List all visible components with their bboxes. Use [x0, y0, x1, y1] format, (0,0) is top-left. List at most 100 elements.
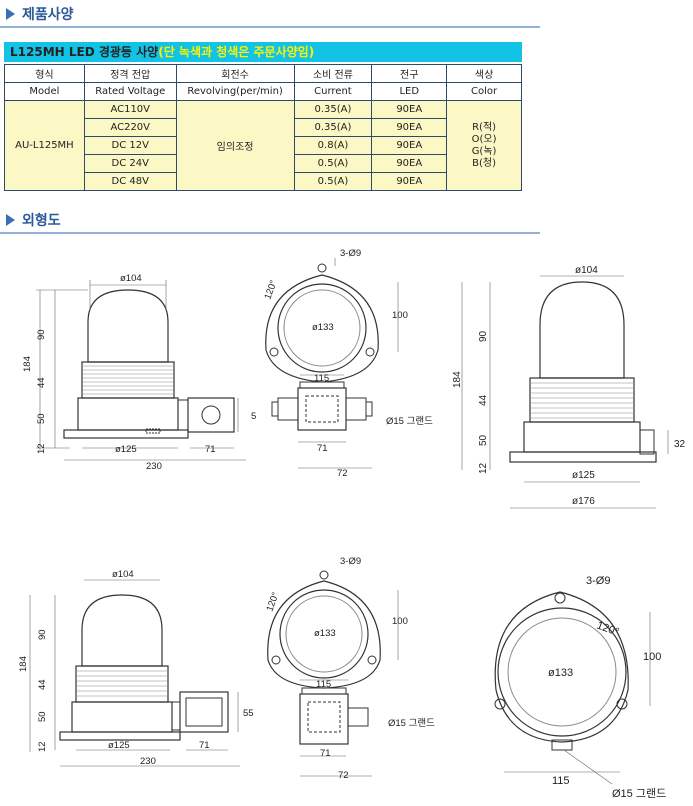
dim-d176: ø176 — [572, 496, 595, 507]
dim-w71: 71 — [317, 443, 328, 454]
dim-w115: 115 — [316, 679, 331, 690]
current-cell: 0.5(A) — [293, 172, 373, 191]
dim-d125: ø125 — [108, 740, 130, 751]
dim-h100: 100 — [643, 651, 661, 663]
color-item: O(오) — [471, 133, 497, 145]
header-cell: Current — [293, 82, 373, 101]
dim-d104: ø104 — [120, 273, 142, 284]
table-row: AU-L125MH AC110V 임의조정 0.35(A) 90EA R(적) … — [4, 100, 522, 191]
led-cell: 90EA — [371, 154, 448, 173]
dim-h184: 184 — [18, 656, 29, 672]
led-cell: 90EA — [371, 172, 448, 191]
side-view-2 — [461, 275, 669, 509]
spec-section-heading: 제품사양 — [0, 2, 540, 28]
dim-angle: 120° — [595, 620, 620, 639]
dim-h12: 12 — [36, 443, 47, 454]
arrow-icon — [6, 214, 15, 226]
top-view-2 — [267, 570, 399, 777]
dim-h90: 90 — [36, 329, 47, 340]
dim-h90: 90 — [37, 629, 48, 640]
dim-d125: ø125 — [572, 470, 595, 481]
color-item: R(적) — [472, 121, 497, 133]
dim-h12: 12 — [478, 462, 489, 474]
dim-h55: 55 — [243, 708, 254, 719]
dim-d104: ø104 — [575, 265, 598, 276]
table-row: DC 48V 0.5(A) 90EA — [5, 172, 522, 191]
header-cell: Model — [4, 82, 85, 101]
dim-h100: 100 — [392, 616, 408, 627]
dim-w230: 230 — [146, 461, 162, 472]
outline-section-heading: 외형도 — [0, 208, 540, 234]
voltage-cell: DC 12V — [83, 136, 177, 155]
dim-holes: 3-Ø9 — [340, 248, 361, 259]
dim-d133: ø133 — [314, 628, 336, 639]
dim-w71: 71 — [205, 444, 216, 455]
divider — [0, 26, 540, 28]
header-cell: 색상 — [446, 64, 522, 83]
dim-h12: 12 — [37, 741, 48, 752]
dim-gland: Ø15 그랜드 — [386, 416, 433, 427]
spec-title-note: (단 녹색과 청색은 주문사양임) — [158, 45, 315, 59]
table-header-row-ko: 형식 정격 전압 회전수 소비 전류 전구 색상 — [4, 64, 522, 83]
dim-h50: 50 — [478, 434, 489, 446]
color-cell: R(적) O(오) G(녹) B(청) — [446, 100, 522, 191]
header-cell: 전구 — [371, 64, 448, 83]
divider — [0, 232, 540, 234]
dim-w72: 72 — [337, 468, 348, 479]
header-cell: 소비 전류 — [293, 64, 373, 83]
dim-angle: 120° — [262, 279, 279, 301]
side-view-1 — [36, 280, 246, 461]
spec-heading-text: 제품사양 — [22, 7, 74, 23]
top-view-large — [494, 591, 651, 785]
dim-w115: 115 — [314, 373, 329, 384]
voltage-cell: DC 48V — [83, 172, 177, 191]
arrow-icon — [6, 8, 15, 20]
dim-w230: 230 — [140, 756, 156, 767]
spec-title-bar: L125MH LED 경광등 사양(단 녹색과 청색은 주문사양임) — [4, 42, 522, 62]
current-cell: 0.35(A) — [293, 100, 373, 119]
voltage-cell: AC110V — [83, 100, 177, 119]
dim-h32: 32 — [674, 439, 686, 450]
dim-w71: 71 — [199, 740, 210, 751]
dim-h44: 44 — [37, 679, 48, 690]
dim-h184: 184 — [22, 356, 33, 372]
table-row: AC220V 0.35(A) 90EA — [5, 118, 522, 137]
dim-d133: ø133 — [548, 667, 573, 679]
dim-h50: 50 — [36, 413, 47, 424]
current-cell: 0.8(A) — [293, 136, 373, 155]
dim-h50: 50 — [37, 711, 48, 722]
top-view-1 — [265, 258, 399, 469]
outline-heading-text: 외형도 — [22, 213, 61, 229]
dim-w115: 115 — [552, 775, 570, 787]
revolving-cell: 임의조정 — [175, 100, 295, 191]
dim-h44: 44 — [478, 394, 489, 406]
dim-holes: 3-Ø9 — [586, 575, 610, 587]
dim-holes: 3-Ø9 — [340, 556, 361, 567]
dim-gland: Ø15 그랜드 — [612, 787, 666, 800]
model-cell: AU-L125MH — [4, 100, 85, 191]
header-cell: Revolving(per/min) — [175, 82, 295, 101]
header-cell: 회전수 — [175, 64, 295, 83]
dim-w72: 72 — [338, 770, 349, 781]
dim-h184: 184 — [452, 371, 463, 388]
dim-d104: ø104 — [112, 569, 134, 580]
voltage-cell: DC 24V — [83, 154, 177, 173]
color-item: B(청) — [472, 157, 497, 169]
spec-title: L125MH LED 경광등 사양 — [10, 45, 159, 59]
dim-h5: 5 — [251, 411, 256, 422]
header-cell: 정격 전압 — [83, 64, 177, 83]
dim-w71: 71 — [320, 748, 331, 759]
dim-d125: ø125 — [115, 444, 137, 455]
table-row: DC 24V 0.5(A) 90EA — [5, 154, 522, 173]
dim-h90: 90 — [478, 330, 489, 342]
spec-table: 형식 정격 전압 회전수 소비 전류 전구 색상 Model Rated Vol… — [4, 64, 522, 191]
current-cell: 0.35(A) — [293, 118, 373, 137]
color-item: G(녹) — [471, 145, 497, 157]
led-cell: 90EA — [371, 118, 448, 137]
dim-h44: 44 — [36, 377, 47, 388]
side-view-3 — [29, 579, 240, 767]
dim-gland: Ø15 그랜드 — [388, 718, 435, 729]
dim-d133: ø133 — [312, 322, 334, 333]
dim-h100: 100 — [392, 310, 408, 321]
